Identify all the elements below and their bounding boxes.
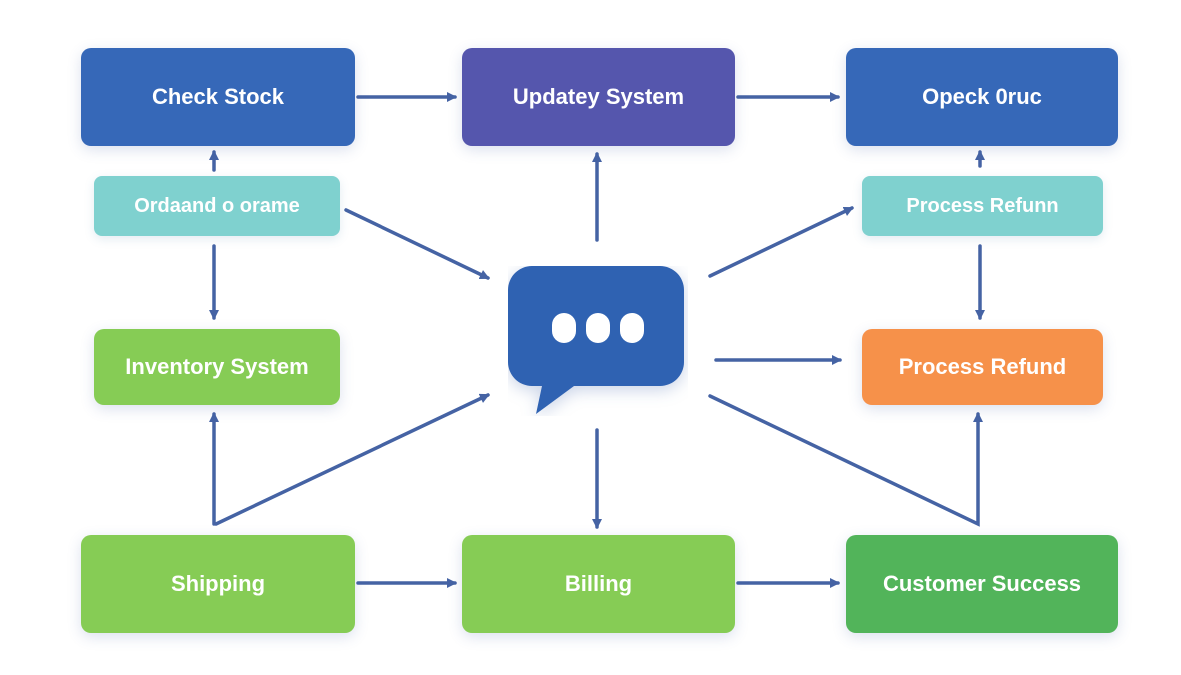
update-system-label: Updatey System: [512, 84, 685, 109]
inventory-system-node[interactable]: Inventory System: [94, 329, 340, 405]
check-stock-node[interactable]: Check Stock: [81, 48, 355, 146]
process-refunn-label: Process Refunn: [906, 194, 1059, 217]
process-refund-node[interactable]: Process Refund: [862, 329, 1103, 405]
ordaand-node[interactable]: Ordaand o orame: [94, 176, 340, 236]
billing-node[interactable]: Billing: [462, 535, 735, 633]
billing-label: Billing: [564, 571, 633, 596]
update-system-node[interactable]: Updatey System: [462, 48, 735, 146]
process-refund-label: Process Refund: [898, 354, 1067, 379]
chat-bubble-ellipsis-icon[interactable]: [508, 266, 688, 416]
arrow-ordaand-to-chat: [344, 208, 490, 280]
opeck-node[interactable]: Opeck 0ruc: [846, 48, 1118, 146]
customer-success-label: Customer Success: [882, 571, 1082, 596]
arrow-chat-to-process-refunn: [708, 206, 854, 278]
check-stock-label: Check Stock: [151, 84, 285, 109]
customer-success-node[interactable]: Customer Success: [846, 535, 1118, 633]
shipping-node[interactable]: Shipping: [81, 535, 355, 633]
arrow-chat-to-customer-success-to-refund: [708, 394, 983, 527]
opeck-label: Opeck 0ruc: [922, 84, 1042, 109]
process-refunn-node[interactable]: Process Refunn: [862, 176, 1103, 236]
shipping-label: Shipping: [170, 571, 266, 596]
ordaand-label: Ordaand o orame: [134, 194, 300, 217]
arrow-shipping-to-chat: [214, 393, 490, 526]
inventory-system-label: Inventory System: [125, 354, 309, 379]
